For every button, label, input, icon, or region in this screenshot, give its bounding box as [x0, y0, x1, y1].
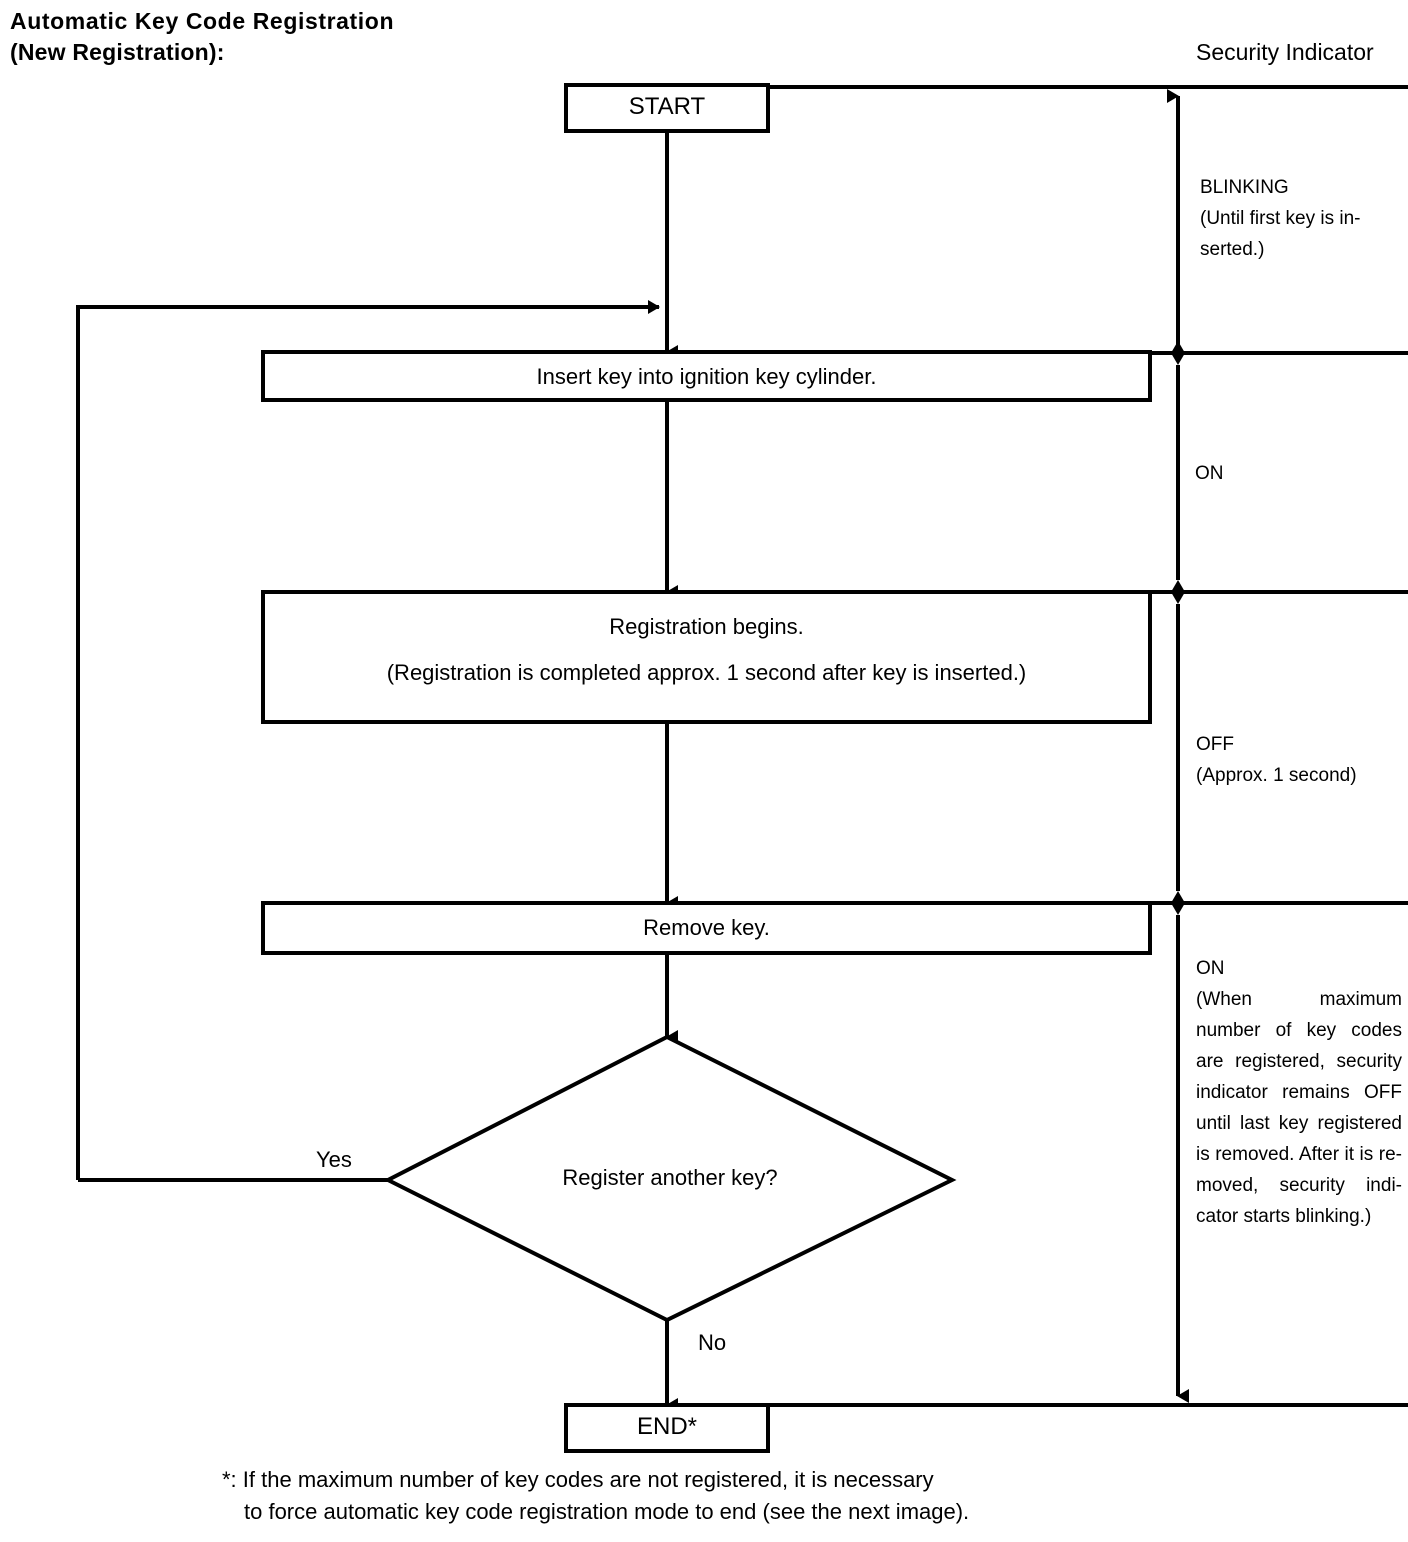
phase-arrowhead-off-bottom: [1171, 891, 1185, 903]
annotation-on-first: ON: [1195, 458, 1395, 489]
phase-arrowhead-off-top: [1171, 592, 1185, 604]
page-title-line-1: Automatic Key Code Registration: [10, 8, 395, 34]
annotation-blinking-detail-line-1: (Until first key is in-: [1200, 208, 1361, 229]
annotation-on-second-state: ON: [1196, 958, 1225, 979]
annotation-blinking-state: BLINKING: [1200, 177, 1289, 198]
phase-arrowhead-on2-top: [1171, 903, 1185, 915]
node-decision: [383, 1034, 957, 1323]
node-insert-key: [261, 350, 1152, 402]
footnote-line-2: to force automatic key code registration…: [244, 1499, 970, 1524]
annotation-off-detail: (Approx. 1 second): [1196, 765, 1357, 786]
branch-label-no: No: [698, 1330, 727, 1355]
annotation-blinking: BLINKING (Until first key is in- serted.…: [1200, 172, 1406, 265]
annotation-off-state: OFF: [1196, 734, 1234, 755]
node-remove-key: [261, 901, 1152, 955]
branch-label-yes: Yes: [316, 1147, 352, 1172]
node-start: [564, 83, 770, 133]
annotation-off: OFF (Approx. 1 second): [1196, 729, 1408, 791]
footnote-line-1: *: If the maximum number of key codes ar…: [222, 1467, 934, 1492]
footnote: *: If the maximum number of key codes ar…: [222, 1464, 1182, 1528]
page-title: Automatic Key Code Registration (New Reg…: [10, 6, 394, 68]
node-end: [564, 1403, 770, 1453]
security-indicator-heading: Security Indicator: [1196, 39, 1374, 65]
annotation-on-second-detail: (When maximum number of key codes are re…: [1196, 989, 1402, 1227]
annotation-on-second: ON (When maximum number of key codes are…: [1196, 953, 1402, 1232]
phase-arrowhead-on1-bottom: [1171, 580, 1185, 592]
annotation-on-first-state: ON: [1195, 463, 1224, 484]
phase-arrowhead-on1-top: [1171, 353, 1185, 365]
edge-loop-back: [76, 300, 660, 1180]
phase-arrowhead-blinking-bottom: [1171, 341, 1185, 353]
annotation-blinking-detail-line-2: serted.): [1200, 239, 1265, 260]
node-registration-begins: [261, 590, 1152, 724]
page-title-line-2: (New Registration):: [10, 39, 225, 65]
